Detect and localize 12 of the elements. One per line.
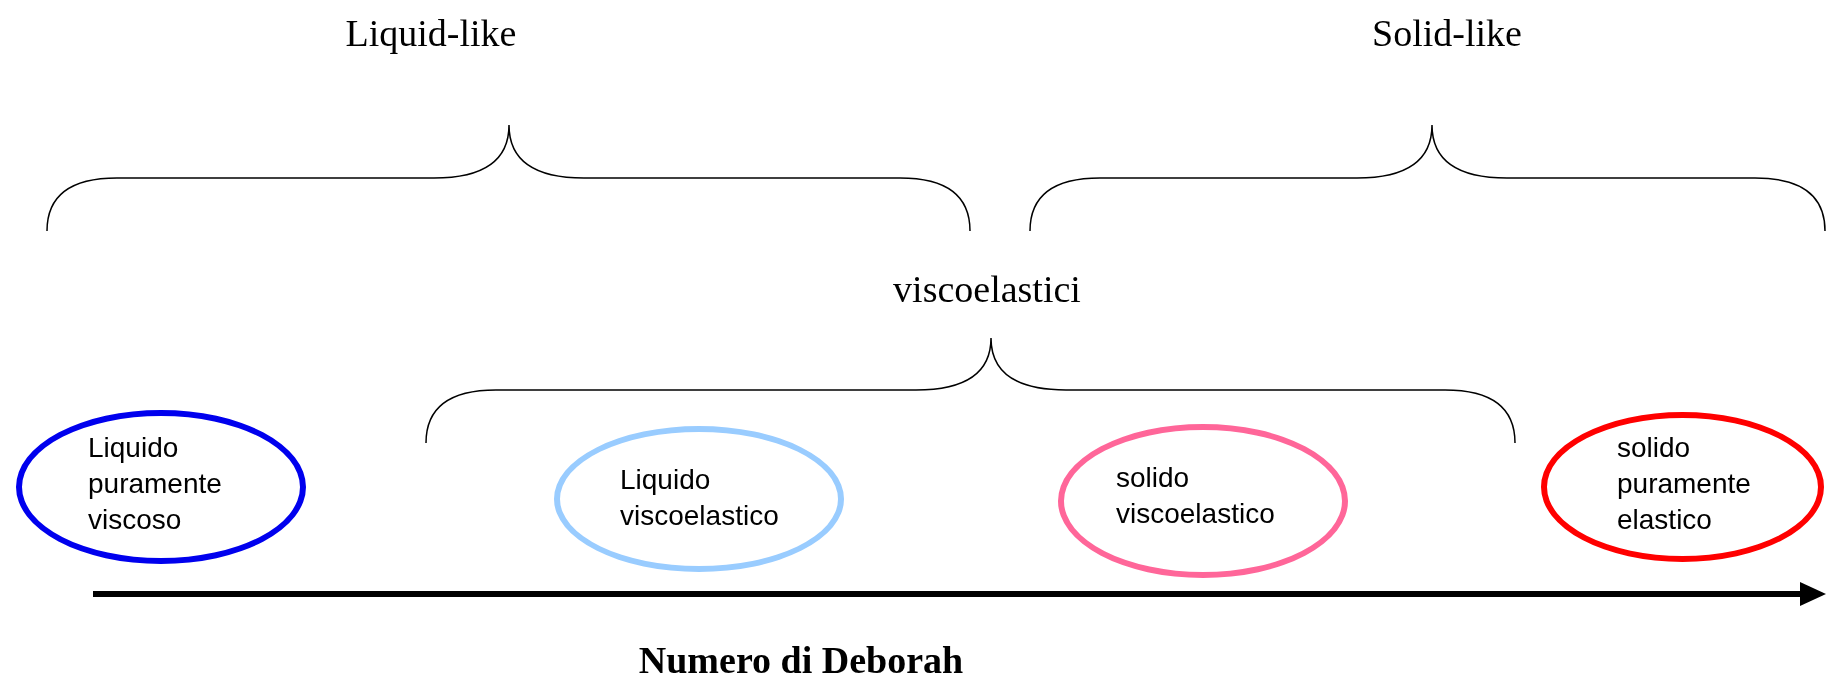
ellipse-node bbox=[1058, 424, 1348, 578]
node-text: Liquido puramente viscoso bbox=[88, 431, 223, 537]
axis-label: Numero di Deborah bbox=[638, 641, 964, 679]
ellipse-node bbox=[16, 410, 306, 564]
node-text: Liquido viscoelastico bbox=[620, 463, 780, 533]
region-label: Solid-like bbox=[1372, 14, 1522, 52]
region-label: viscoelastici bbox=[893, 270, 1081, 308]
region-label: Liquid-like bbox=[345, 14, 517, 52]
ellipse-node bbox=[1541, 412, 1824, 562]
ellipse-node bbox=[554, 426, 844, 572]
node-text: solido puramente elastico bbox=[1617, 431, 1752, 537]
node-text: solido viscoelastico bbox=[1116, 461, 1276, 531]
